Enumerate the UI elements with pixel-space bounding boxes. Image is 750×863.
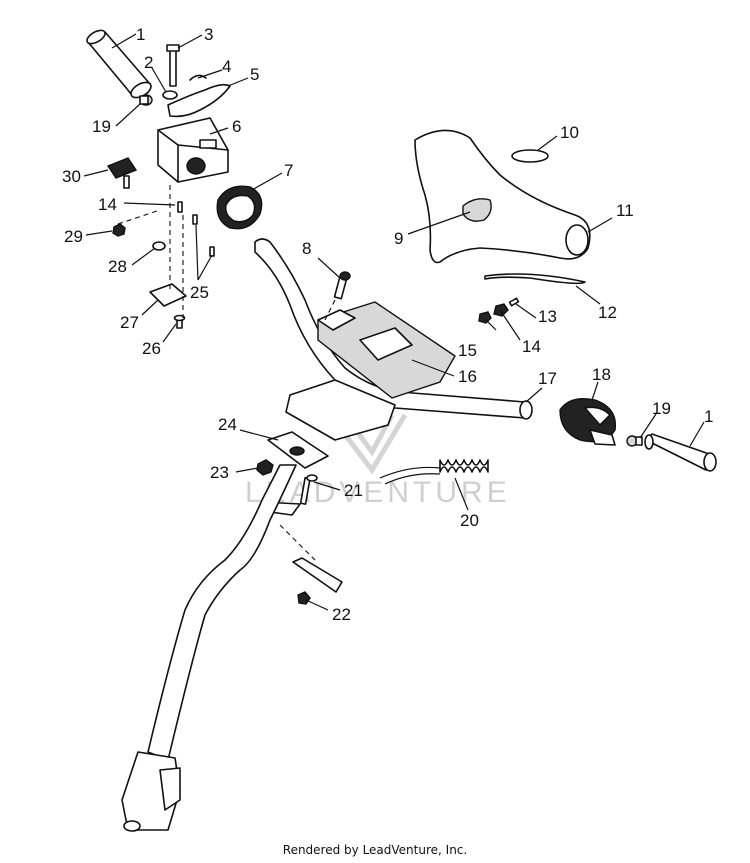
- callout-28: 28: [108, 257, 127, 276]
- callout-23: 23: [210, 463, 229, 482]
- part-3-pin[interactable]: [166, 44, 180, 87]
- part-6-throttle-housing[interactable]: [157, 117, 229, 183]
- part-28-washer[interactable]: [152, 241, 166, 251]
- callout-12: 12: [598, 303, 617, 322]
- callout-8: 8: [302, 239, 311, 258]
- callout-14: 14: [98, 195, 117, 214]
- callout-1-right: 1: [704, 407, 713, 426]
- callout-29: 29: [64, 227, 83, 246]
- callout-6: 6: [232, 117, 241, 136]
- part-1-grip-right[interactable]: [644, 433, 717, 472]
- assembly-line: [279, 524, 316, 561]
- callout-3: 3: [204, 25, 213, 44]
- part-14-screw-left[interactable]: [177, 201, 183, 213]
- part-11-handlebar-pad[interactable]: [414, 129, 591, 264]
- callout-20: 20: [460, 511, 479, 530]
- callout-17: 17: [538, 369, 557, 388]
- part-20-coil-cord[interactable]: [379, 459, 489, 485]
- part-1-grip-left[interactable]: [85, 28, 154, 101]
- render-credit: Rendered by LeadVenture, Inc.: [282, 843, 468, 857]
- callout-15: 15: [458, 341, 477, 360]
- callout-14-right: 14: [522, 337, 541, 356]
- part-19-end-plug-left[interactable]: [139, 94, 153, 106]
- steering-column[interactable]: [121, 464, 301, 832]
- callout-11: 11: [616, 201, 634, 220]
- callout-labels: 1 2 3 4 5 19 6 7 30 14 29 28 25 27 26 8 …: [62, 25, 713, 624]
- callout-19: 19: [92, 117, 111, 136]
- callout-30: 30: [62, 167, 81, 186]
- part-5-throttle-lever[interactable]: [167, 83, 231, 118]
- callout-27: 27: [120, 313, 139, 332]
- part-13-screw[interactable]: [508, 297, 520, 307]
- part-29-nut[interactable]: [112, 223, 126, 237]
- callout-13: 13: [538, 307, 557, 326]
- callout-9: 9: [394, 229, 403, 248]
- callout-22: 22: [332, 605, 351, 624]
- assembly-line: [324, 299, 336, 321]
- part-30-switch[interactable]: [106, 157, 138, 189]
- callout-16: 16: [458, 367, 477, 386]
- part-26-screw[interactable]: [173, 314, 186, 329]
- part-16-handlebar-clamp[interactable]: [285, 301, 456, 441]
- part-21-bolt[interactable]: [299, 474, 318, 505]
- part-27-bracket-plate[interactable]: [149, 283, 187, 307]
- part-22-shaft-nut[interactable]: [292, 557, 343, 605]
- part-7-throttle-cover[interactable]: [216, 185, 263, 230]
- part-9-insert[interactable]: [462, 198, 492, 222]
- callout-5: 5: [250, 65, 259, 84]
- callout-25: 25: [190, 283, 209, 302]
- callout-18: 18: [592, 365, 611, 384]
- callout-4: 4: [222, 57, 231, 76]
- part-17-handlebar[interactable]: [254, 238, 533, 420]
- part-23-nut[interactable]: [256, 459, 274, 476]
- part-2-washer[interactable]: [162, 90, 178, 100]
- callout-21: 21: [344, 481, 363, 500]
- part-10-decal[interactable]: [511, 149, 549, 163]
- callout-26: 26: [142, 339, 161, 358]
- part-15-nut[interactable]: [478, 311, 492, 324]
- leader-lines: [83, 33, 705, 611]
- part-19-end-plug-right[interactable]: [626, 435, 643, 447]
- part-24-steering-plate[interactable]: [267, 431, 329, 469]
- callout-1: 1: [136, 25, 145, 44]
- assembly-line: [117, 209, 161, 225]
- callout-24: 24: [218, 415, 237, 434]
- callout-10: 10: [560, 123, 579, 142]
- callout-7: 7: [284, 161, 293, 180]
- part-12-strap[interactable]: [484, 273, 586, 285]
- callout-19-right: 19: [652, 399, 671, 418]
- part-14-nut-right[interactable]: [493, 303, 509, 317]
- part-8-bolt[interactable]: [333, 271, 351, 300]
- callout-2: 2: [144, 53, 153, 72]
- part-18-switch-housing[interactable]: [559, 398, 617, 446]
